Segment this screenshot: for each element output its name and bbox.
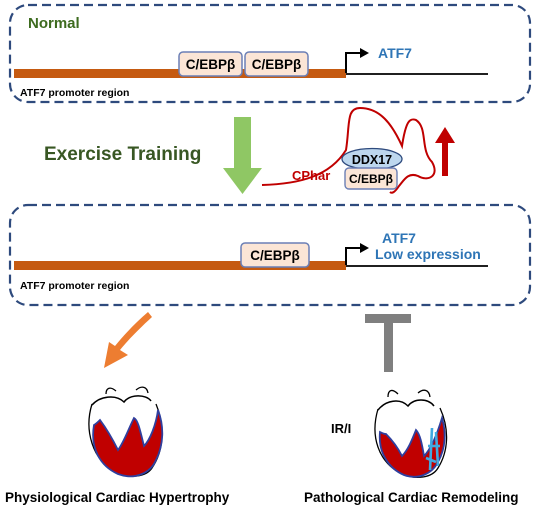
inhibition-bar-icon xyxy=(365,314,411,372)
cebpb-box-bound: C/EBPβ xyxy=(344,167,398,190)
transcription-start-arrow-icon-exercise xyxy=(345,243,369,265)
cebpb-label-exercise: C/EBPβ xyxy=(250,248,300,263)
exercise-training-label: Exercise Training xyxy=(44,144,201,165)
atf7-gene-label-exercise: ATF7 xyxy=(382,230,416,246)
injury-label: IR/I xyxy=(331,421,351,436)
ddx17-ellipse: DDX17 xyxy=(341,147,403,171)
cebpb-label-bound: C/EBPβ xyxy=(349,172,393,186)
cebpb-box-normal-2: C/EBPβ xyxy=(244,51,309,77)
normal-panel-title: Normal xyxy=(28,15,80,32)
promoter-bar-exercise xyxy=(14,261,346,270)
normal-panel-border xyxy=(8,3,532,104)
promoter-label-normal: ATF7 promoter region xyxy=(20,87,129,99)
cphar-label: CPhar xyxy=(292,168,330,183)
physiological-hypertrophy-caption: Physiological Cardiac Hypertrophy xyxy=(5,490,230,505)
atf7-low-expression-label: Low expression xyxy=(375,246,481,262)
ddx17-label: DDX17 xyxy=(352,153,392,167)
cebpb-box-exercise: C/EBPβ xyxy=(240,242,310,268)
atf7-gene-label-normal: ATF7 xyxy=(378,45,412,61)
promoter-label-exercise: ATF7 promoter region xyxy=(20,280,129,292)
cebpb-label-normal-1: C/EBPβ xyxy=(186,57,236,72)
injury-marks xyxy=(425,427,440,471)
cebpb-label-normal-2: C/EBPβ xyxy=(252,57,302,72)
curved-arrow-icon xyxy=(104,312,152,368)
transcription-start-arrow-icon xyxy=(345,48,369,73)
up-arrow-icon xyxy=(435,127,455,176)
down-arrow-icon xyxy=(223,117,262,194)
exercise-panel-border xyxy=(8,203,532,307)
heart-icon-physiological xyxy=(88,386,164,478)
pathological-remodeling-caption: Pathological Cardiac Remodeling xyxy=(304,490,519,505)
cebpb-box-normal-1: C/EBPβ xyxy=(178,51,243,77)
heart-icon-pathological xyxy=(374,389,448,479)
cphar-lncrna-curve xyxy=(261,106,436,194)
